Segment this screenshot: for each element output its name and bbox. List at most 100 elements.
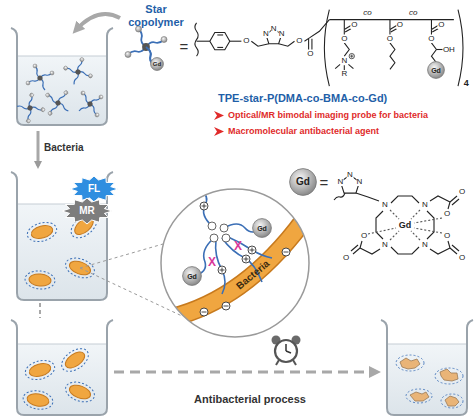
drawing-line (335, 64, 340, 68)
atom-label: Gd (398, 221, 412, 230)
node-shape (290, 169, 317, 196)
node-text: Gd (296, 177, 310, 187)
zoom-circle: BacteriaGdGd (160, 188, 310, 338)
drawing-line (230, 41, 242, 42)
node-shape (70, 176, 118, 202)
gd-circle: Gd (150, 57, 164, 71)
drawing-path (400, 358, 420, 369)
drawing-polyline (391, 196, 419, 203)
drawing-line (17, 344, 107, 345)
drawing-circle (222, 302, 230, 310)
text-label: = (320, 175, 329, 190)
node-text: FL (88, 184, 100, 194)
gd-circle: Gd (252, 218, 272, 238)
drawing-path (445, 396, 459, 406)
drawing-path (202, 312, 207, 313)
drawing-polyline (279, 41, 295, 46)
atom-label: O (443, 210, 450, 218)
atom-label: N (270, 25, 277, 33)
atom-label: O (443, 232, 450, 240)
drawing-line (276, 360, 279, 365)
bullet-arrow (214, 127, 224, 136)
atom-label: N (382, 241, 389, 249)
drawing-path (410, 392, 429, 401)
drawing-polyline (431, 43, 436, 63)
drawing-path (250, 248, 255, 253)
gd-circle: Gd (427, 61, 445, 79)
text-label: Antibacterial process (194, 394, 306, 405)
drawing-line (368, 228, 396, 234)
gd-circle: Gd (182, 266, 202, 286)
node-outline (160, 188, 310, 338)
node-shape (161, 189, 309, 337)
drawing-line (329, 19, 454, 20)
drawing-line (452, 199, 459, 205)
text-label: TPE-star-P(DMA-co-BMA-co-Gd) (218, 92, 387, 105)
drawing-ellipse (435, 368, 463, 384)
atom-label: N (337, 178, 344, 186)
gd-circle: Gd (289, 168, 317, 196)
atom-label: N (382, 201, 389, 209)
drawing-line (17, 56, 107, 57)
drawing-path (387, 344, 467, 415)
atom-label: O (296, 37, 303, 45)
drawing-path (216, 240, 225, 294)
drawing-polyline (360, 248, 380, 254)
node-shape (62, 198, 112, 224)
drawing-polyline (427, 211, 434, 239)
node-text: Gd (431, 67, 441, 74)
gd-chelate-structure (334, 175, 459, 254)
drawing-line (389, 20, 390, 30)
drawing-line (431, 20, 432, 30)
node-text: Gd (187, 273, 197, 280)
atom-label: O (351, 21, 358, 29)
drawing-line (411, 210, 420, 219)
drawing-circle (349, 53, 354, 58)
drawing-g (208, 222, 230, 242)
text-label: Optical/MR bimodal imaging probe for bac… (228, 110, 428, 120)
drawing-circle (200, 202, 208, 210)
drawing-circle (275, 340, 297, 362)
drawing-circle (282, 248, 290, 256)
drawing-line (414, 228, 442, 233)
beaker (381, 320, 473, 415)
drawing-polyline (430, 196, 450, 202)
drawing-path (202, 204, 207, 209)
node-shape (183, 267, 202, 286)
drawing-path (224, 306, 229, 307)
drawing-use (23, 357, 57, 382)
alarm-clock (272, 336, 301, 366)
drawing-g (400, 358, 459, 406)
drawing-polygon (210, 33, 230, 50)
drawing-path (458, 10, 463, 86)
atom-label: O (307, 50, 314, 58)
fl-burst: FL (70, 176, 118, 202)
atom-label: N (422, 201, 429, 209)
drawing-use (22, 389, 55, 412)
drawing-path (440, 369, 458, 381)
process-arrow (37, 131, 40, 166)
drawing-circle (222, 234, 230, 242)
drawing-circle (200, 308, 208, 316)
node-text: Bacteria (235, 258, 272, 291)
drawing-g (368, 210, 442, 240)
drawing-circle (242, 255, 250, 263)
drawing-path (170, 220, 304, 318)
drawing-line (414, 218, 442, 223)
drawing-use (63, 378, 97, 405)
atom-label: O (396, 21, 403, 29)
drawing-ellipse (396, 355, 424, 371)
text-label: Macromolecular antibacterial agent (228, 126, 379, 136)
drawing-circle (220, 224, 228, 232)
drawing-use (76, 88, 106, 120)
drawing-line (411, 231, 420, 240)
node-shape (253, 219, 272, 238)
drawing-line (452, 245, 459, 251)
atom-label: N (422, 241, 429, 249)
drawing-path (17, 56, 107, 125)
drawing-polyline (356, 193, 379, 201)
drawing-polyline (251, 41, 269, 46)
drawing-polyline (376, 211, 383, 239)
drawing-use (25, 219, 59, 244)
beaker (11, 320, 113, 415)
